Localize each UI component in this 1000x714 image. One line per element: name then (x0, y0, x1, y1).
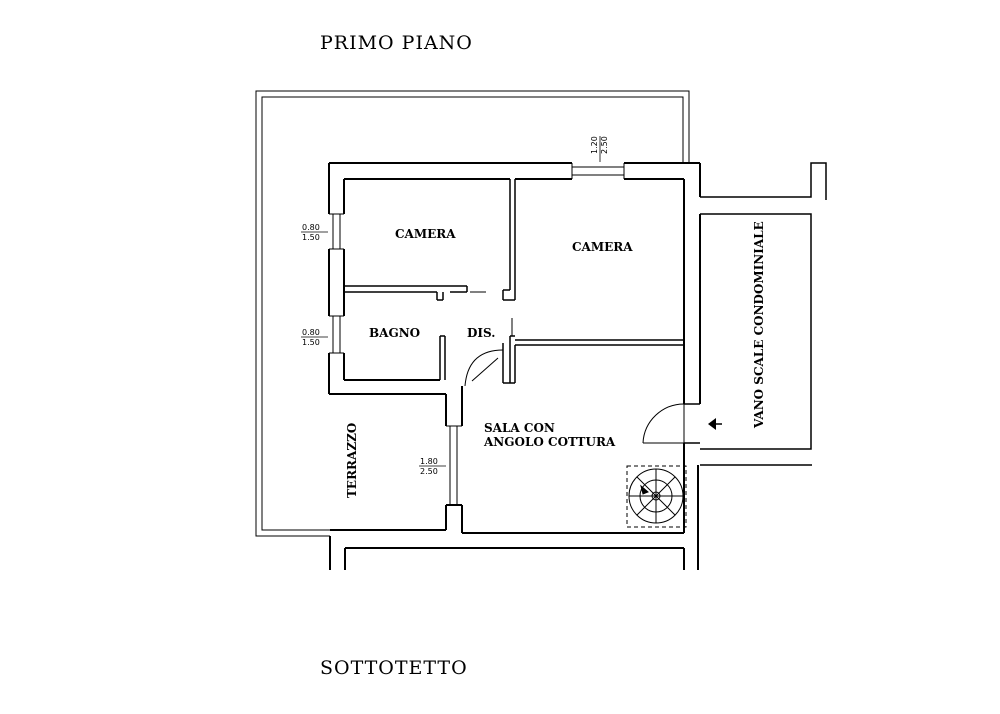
dim-terrace-door-height: 2.50 (420, 467, 438, 476)
exterior-walls (328, 162, 701, 570)
dim-terrace-door: 1.80 2.50 (419, 457, 446, 476)
windows (329, 163, 625, 505)
interior-walls (344, 179, 684, 384)
dim-bagno-window: 0.80 1.50 (301, 328, 328, 347)
dim-bagno-window-height: 1.50 (302, 338, 320, 347)
window-top (571, 163, 625, 179)
doors (464, 291, 685, 444)
dim-camera-window-width: 0.80 (302, 223, 320, 232)
room-label-terrazzo: TERRAZZO (345, 423, 359, 498)
spiral-staircase-icon (626, 465, 687, 528)
room-label-vano-scale: VANO SCALE CONDOMINIALE (752, 221, 766, 429)
dim-camera-window: 0.80 1.50 (301, 223, 328, 242)
room-label-dis: DIS. (467, 326, 495, 340)
dim-top-window: 1.20 2.50 (590, 136, 609, 162)
dim-top-window-height: 2.50 (600, 136, 609, 154)
room-label-sala-line2: ANGOLO COTTURA (483, 435, 616, 449)
room-label-sala-line1: SALA CON (484, 421, 555, 435)
room-label-bagno: BAGNO (369, 326, 420, 340)
dim-camera-window-height: 1.50 (302, 233, 320, 242)
dis-door-camera (470, 291, 513, 336)
dim-bagno-window-width: 0.80 (302, 328, 320, 337)
room-label-camera-left: CAMERA (395, 227, 456, 241)
floor-title: PRIMO PIANO (320, 32, 473, 54)
attic-title: SOTTOTETTO (320, 657, 468, 679)
terrace-perimeter (255, 90, 690, 537)
dim-top-window-width: 1.20 (590, 136, 599, 154)
room-label-camera-right: CAMERA (572, 240, 633, 254)
door-dis (464, 349, 504, 387)
door-terrace (446, 425, 462, 505)
stair-hall-walls (684, 162, 827, 466)
entrance-door (642, 403, 685, 444)
entrance-arrow-icon (708, 418, 722, 430)
dim-terrace-door-width: 1.80 (420, 457, 438, 466)
window-camera-left (329, 213, 344, 250)
window-bagno (329, 315, 344, 354)
